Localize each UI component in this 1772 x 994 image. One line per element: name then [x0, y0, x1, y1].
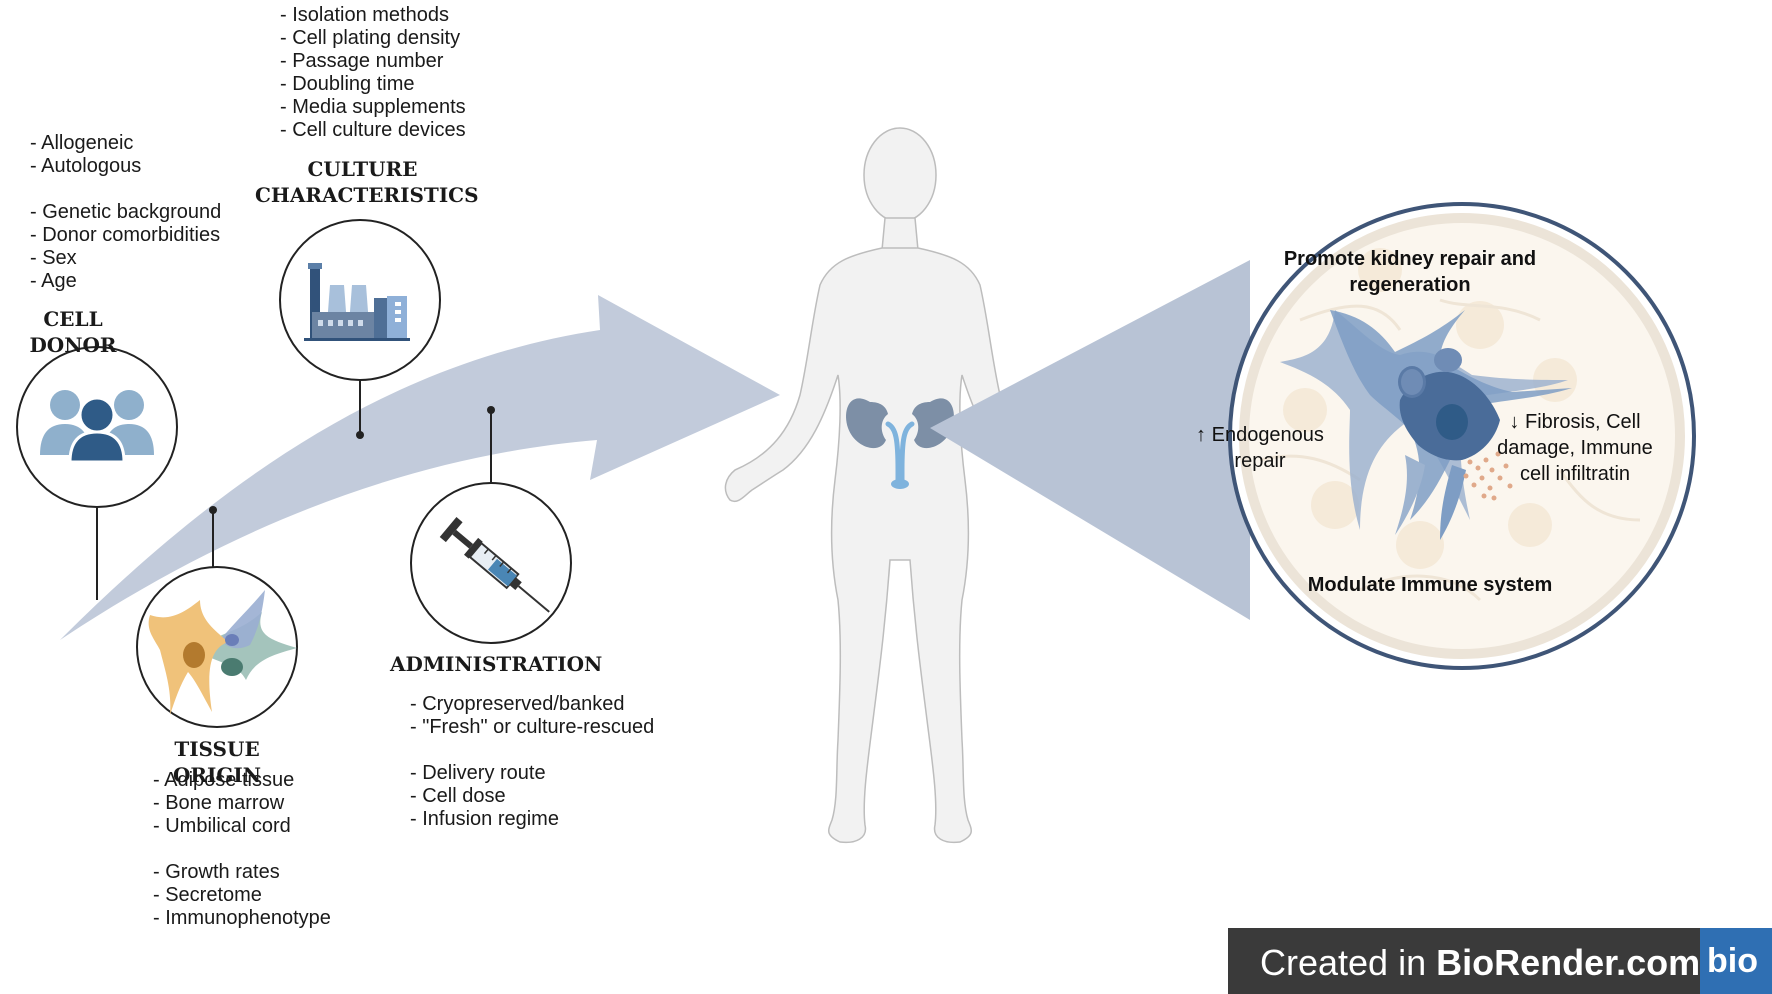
- culture-item-doubling: - Doubling time: [280, 73, 415, 95]
- factory-icon: [304, 263, 410, 341]
- zoom-cone: [930, 260, 1250, 620]
- kidneys-icon: [846, 398, 954, 489]
- biorender-badge-text: bio: [1707, 942, 1758, 980]
- tissue-origin-title: TISSUE ORIGIN: [172, 737, 262, 787]
- syringe-icon: [439, 517, 550, 613]
- donor-item-genetic: - Genetic background: [30, 201, 222, 223]
- biorender-badge: [1700, 928, 1772, 994]
- culture-title-line1: CULTURE: [307, 157, 418, 181]
- zoom-circle: [1228, 202, 1696, 670]
- people-icon: [40, 390, 154, 464]
- effect-modulate: Modulate Immune system: [1307, 574, 1553, 596]
- admin-item-route: - Delivery route: [410, 762, 546, 784]
- tissue-item-adipose: - Adipose tissue: [153, 769, 295, 791]
- culture-item-passage: - Passage number: [280, 50, 444, 72]
- mesenchymal-cells-icon: [148, 590, 297, 715]
- tissue-item-immunophenotype: - Immunophenotype: [153, 907, 331, 929]
- admin-item-cryopreserved: - Cryopreserved/banked: [410, 693, 625, 715]
- donor-item-age: - Age: [30, 270, 77, 292]
- cell-donor-title: CELL DONOR: [29, 307, 117, 357]
- culture-title-line2: CHARACTERISTICS: [255, 183, 479, 207]
- admin-item-fresh: - "Fresh" or culture-rescued: [410, 716, 655, 738]
- donor-item-autologous: - Autologous: [30, 155, 142, 177]
- culture-item-isolation: - Isolation methods: [280, 4, 449, 26]
- process-arrow: [60, 295, 780, 640]
- effect-promote-line1: Promote kidney repair and: [1283, 248, 1537, 270]
- biorender-text: Created in BioRender.com: [1260, 942, 1701, 983]
- effect-endogenous-line2: repair: [1234, 450, 1286, 472]
- donor-item-comorbidities: - Donor comorbidities: [30, 224, 221, 246]
- effect-endogenous-line1: ↑ Endogenous: [1196, 424, 1324, 446]
- donor-item-allogeneic: - Allogeneic: [30, 132, 134, 154]
- tissue-item-marrow: - Bone marrow: [153, 792, 285, 814]
- culture-item-devices: - Cell culture devices: [280, 119, 466, 141]
- biorender-banner: [1228, 928, 1700, 994]
- admin-item-regime: - Infusion regime: [410, 808, 559, 830]
- administration-title: ADMINISTRATION: [390, 652, 603, 676]
- tissue-item-secretome: - Secretome: [153, 884, 262, 906]
- donor-item-sex: - Sex: [30, 247, 77, 269]
- effect-fibrosis-line1: ↓ Fibrosis, Cell: [1509, 411, 1641, 433]
- effect-promote-line2: regeneration: [1349, 274, 1471, 296]
- culture-item-media: - Media supplements: [280, 96, 466, 118]
- tissue-item-cord: - Umbilical cord: [153, 815, 291, 837]
- admin-item-dose: - Cell dose: [410, 785, 506, 807]
- effect-fibrosis-line2: damage, Immune: [1497, 437, 1653, 459]
- effect-fibrosis-line3: cell infiltratin: [1519, 463, 1631, 485]
- tissue-item-growth: - Growth rates: [153, 861, 280, 883]
- connector-lines: [96, 380, 492, 600]
- culture-item-plating: - Cell plating density: [280, 27, 461, 49]
